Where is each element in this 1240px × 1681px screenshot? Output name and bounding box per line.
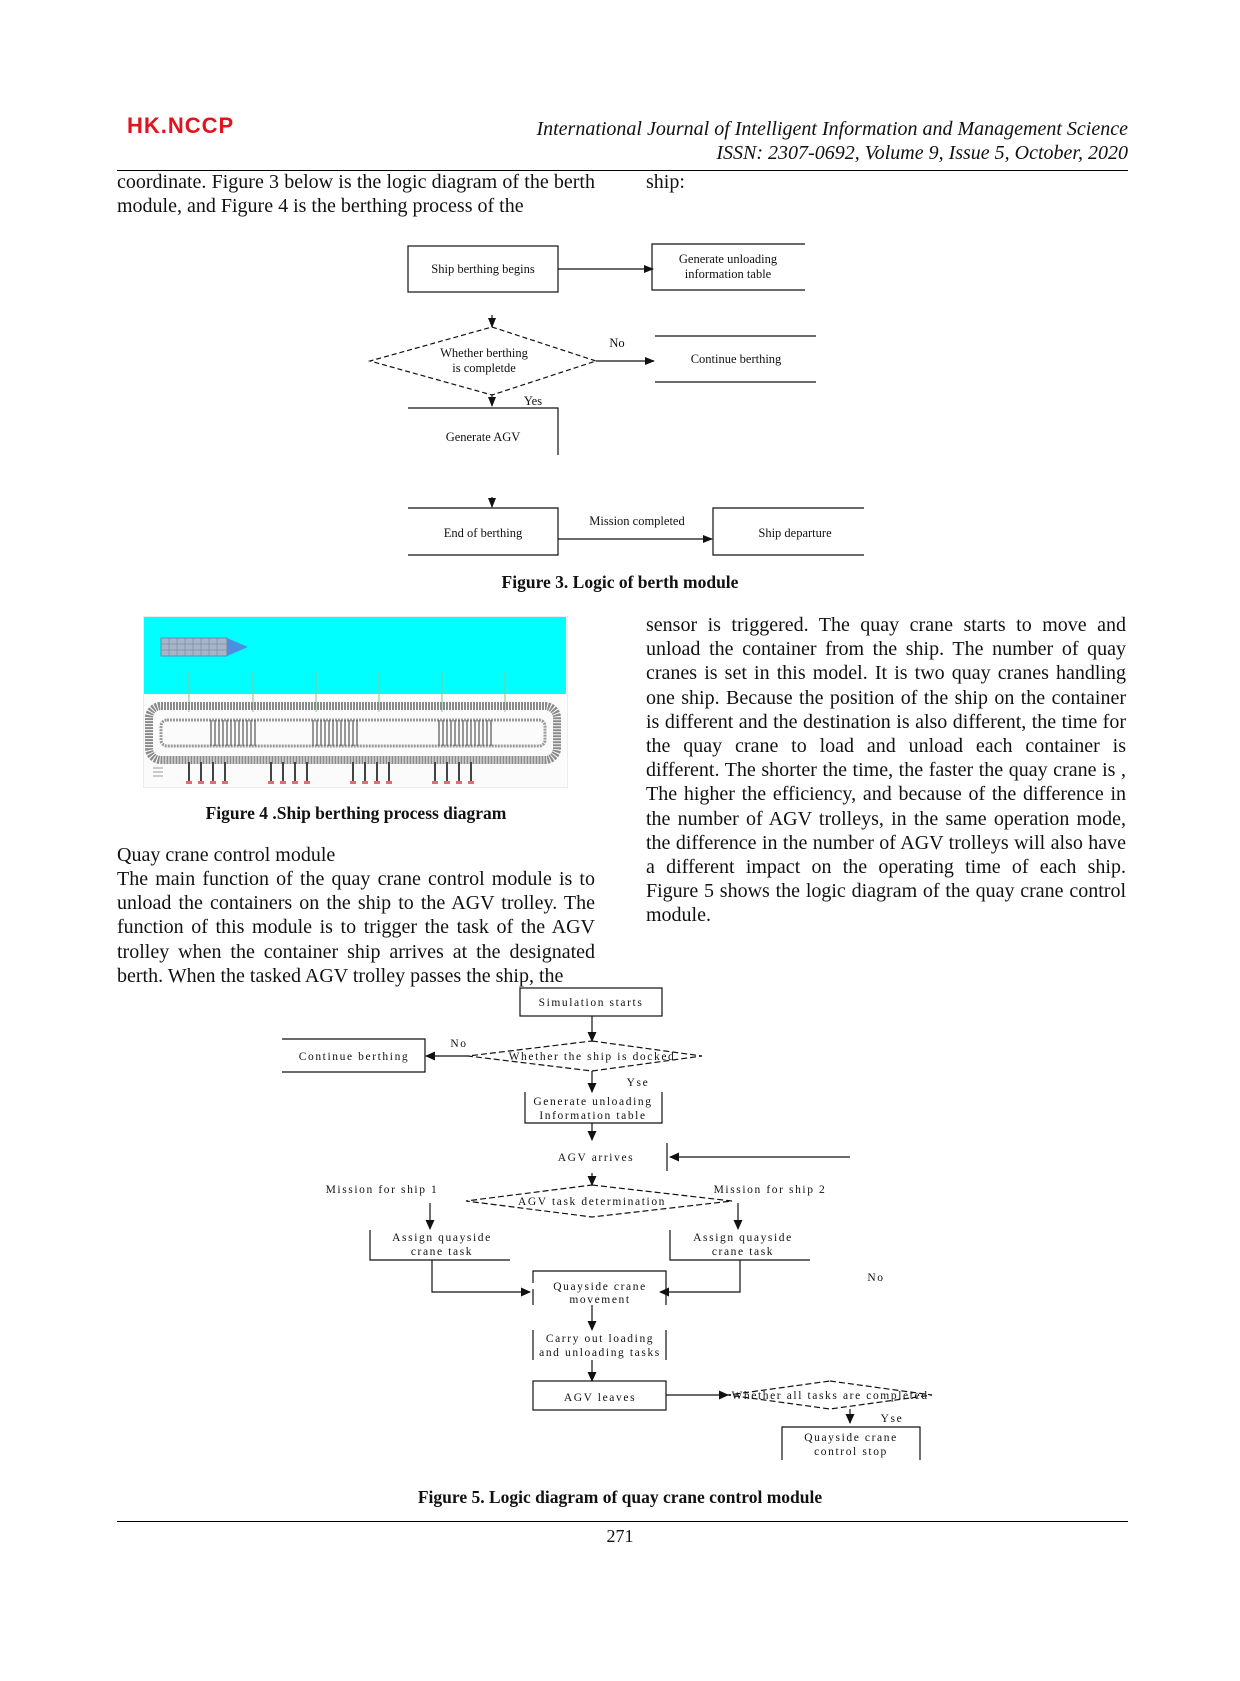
figure-5-diagram: Simulation starts No Continue berthing W… [282,987,933,1460]
header-rule [117,170,1128,171]
fig3-departure-box [712,507,864,556]
fig3-table-label-1: Generate unloading [679,252,778,266]
fig5-stop-label-1: Quayside crane [804,1432,898,1444]
fig5-assign1-box [369,1230,510,1261]
fig3-agv-label: Generate AGV [446,430,521,444]
fig5-assign2-box [669,1230,810,1261]
fig5-yse-label-2: Yse [881,1413,904,1425]
fig5-stop-label-2: control stop [814,1446,888,1458]
figure-3-caption: Figure 3. Logic of berth module [501,572,739,592]
paragraph-left-2: The main function of the quay crane cont… [117,868,595,987]
fig3-continue-label: Continue berthing [691,352,782,366]
figure-3-diagram: Ship berthing begins Generate unloading … [367,243,864,556]
fig5-stop-box [781,1426,921,1460]
fig5-agv-leaves-label: AGV leaves [564,1392,636,1404]
fig5-no-label-1: No [450,1038,467,1050]
paragraph-right-2: sensor is triggered. The quay crane star… [646,614,1126,927]
journal-issn: ISSN: 2307-0692, Volume 9, Issue 5, Octo… [716,142,1128,164]
fig3-decision-label-1: Whether berthing [440,346,529,360]
fig3-yes-label: Yes [524,394,542,408]
fig5-yse-label-1: Yse [627,1077,650,1089]
agv-track-outer [145,702,561,764]
fig5-docked-label: Whether the ship is docked [509,1051,676,1063]
fig5-continue-box [282,1038,426,1073]
fig5-movement-label-1: Quayside crane [553,1281,647,1293]
fig5-gen-table-box [524,1092,663,1124]
fig5-carry-label-2: and unloading tasks [539,1347,661,1359]
fig5-assign1-label-1: Assign quayside [392,1232,492,1244]
fig5-agv-arrives-label: AGV arrives [558,1152,634,1164]
fig3-departure-label: Ship departure [758,526,832,540]
fig5-movement-box [532,1270,667,1305]
fig5-movement-label-2: movement [569,1294,630,1306]
fig5-gen-label-1: Generate unloading [533,1096,652,1108]
paragraph-left-1: coordinate. Figure 3 below is the logic … [117,171,595,218]
fig3-table-box [651,243,805,291]
fig3-begin-label: Ship berthing begins [431,262,535,276]
footer-rule [117,1521,1128,1522]
fig5-mission2-label: Mission for ship 2 [714,1184,827,1196]
fig3-table-label-2: information table [685,267,772,281]
figure-4-caption: Figure 4 .Ship berthing process diagram [205,803,507,823]
fig5-assign1-label-2: crane task [411,1246,473,1258]
page-number: 271 [606,1526,634,1546]
fig3-agv-box [408,407,559,455]
fig5-all-done-diamond [727,1380,933,1410]
fig3-decision-label-2: is completde [452,361,516,375]
fig5-assign2-label-1: Assign quayside [693,1232,793,1244]
fig3-end-box [408,507,559,556]
fig5-task-diamond [465,1184,733,1218]
fig3-mission-label: Mission completed [589,514,685,528]
fig3-no-label: No [609,336,624,350]
figure-5-caption: Figure 5. Logic diagram of quay crane co… [417,1487,823,1507]
fig5-no-label-2: No [867,1272,884,1284]
fig5-task-label: AGV task determination [518,1196,666,1208]
journal-logo: HK.NCCP [127,113,235,138]
paragraph-right-1: ship: [646,171,685,193]
fig5-all-done-label: Whether all tasks are completed [731,1390,928,1402]
section-title: Quay crane control module [117,844,336,866]
fig5-assign2-label-2: crane task [712,1246,774,1258]
fig5-start-label: Simulation starts [539,997,644,1009]
fig5-carry-label-1: Carry out loading [546,1333,654,1345]
fig3-end-label: End of berthing [444,526,523,540]
fig5-start-box [519,987,663,1017]
fig5-docked-diamond [467,1040,703,1072]
fig5-gen-label-2: Information table [539,1110,646,1122]
journal-title: International Journal of Intelligent Inf… [536,118,1128,140]
fig5-continue-label: Continue berthing [299,1051,410,1063]
fig5-mission1-label: Mission for ship 1 [326,1184,439,1196]
figure-4-simulation-image [143,616,568,788]
